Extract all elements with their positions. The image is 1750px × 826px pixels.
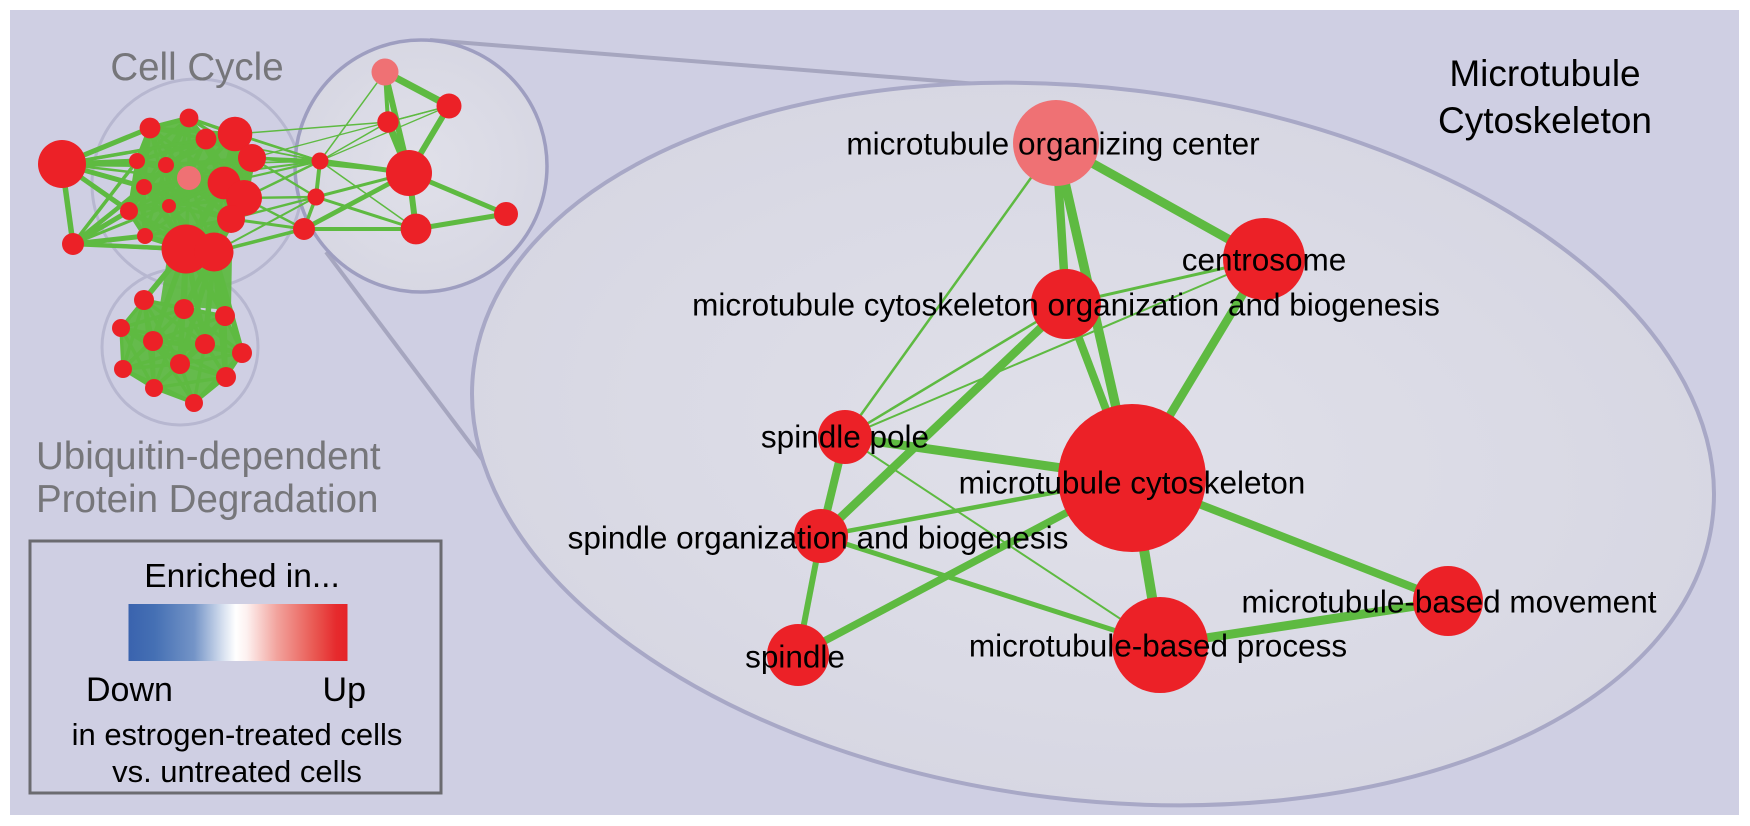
svg-text:microtubule-based process: microtubule-based process [969, 628, 1347, 664]
svg-text:Microtubule: Microtubule [1449, 53, 1640, 94]
svg-text:spindle pole: spindle pole [761, 419, 929, 455]
svg-text:microtubule cytoskeleton organ: microtubule cytoskeleton organization an… [692, 287, 1440, 323]
svg-text:in estrogen-treated cells: in estrogen-treated cells [72, 717, 403, 752]
svg-text:Ubiquitin-dependent: Ubiquitin-dependent [36, 435, 381, 478]
svg-text:Up: Up [323, 671, 366, 709]
svg-text:Protein Degradation: Protein Degradation [36, 478, 378, 521]
svg-text:Cell Cycle: Cell Cycle [110, 46, 283, 89]
svg-text:microtubule-based movement: microtubule-based movement [1242, 584, 1657, 620]
svg-text:spindle: spindle [745, 639, 845, 675]
svg-text:microtubule cytoskeleton: microtubule cytoskeleton [959, 465, 1306, 501]
svg-text:centrosome: centrosome [1182, 242, 1347, 278]
svg-text:vs. untreated cells: vs. untreated cells [112, 754, 362, 789]
svg-text:microtubule organizing center: microtubule organizing center [846, 126, 1259, 162]
svg-text:spindle organization and bioge: spindle organization and biogenesis [568, 520, 1069, 556]
svg-text:Enriched in...: Enriched in... [144, 558, 340, 595]
svg-text:Down: Down [86, 671, 173, 709]
svg-text:Cytoskeleton: Cytoskeleton [1438, 100, 1652, 141]
